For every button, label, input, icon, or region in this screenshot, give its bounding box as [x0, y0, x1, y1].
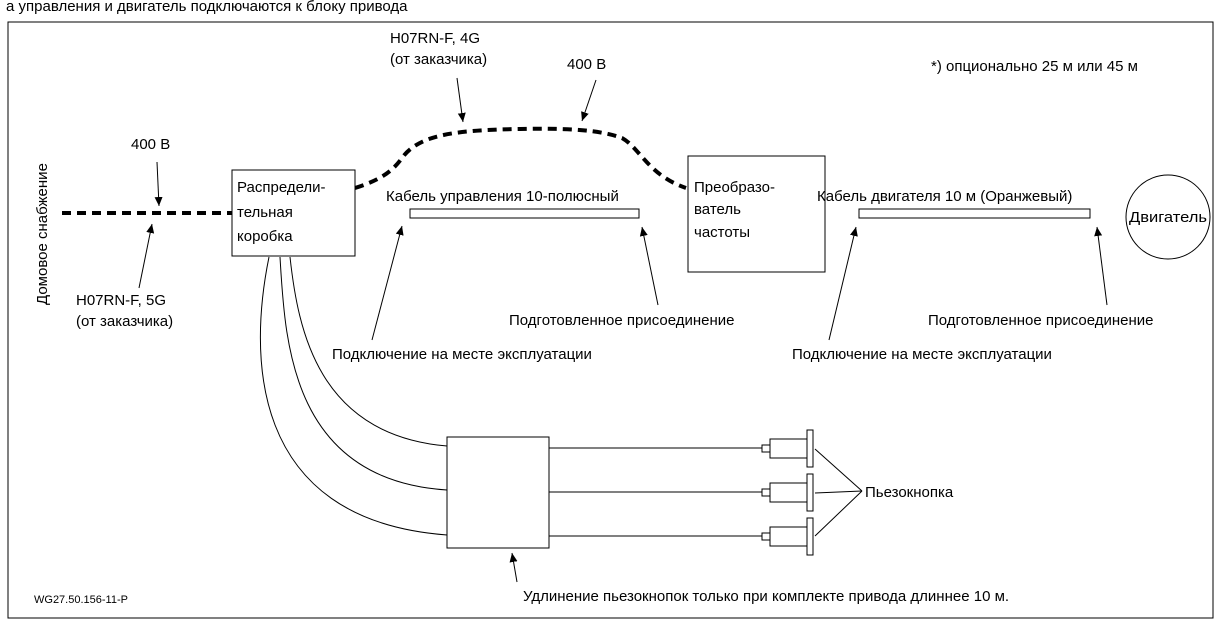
wire-3 [259, 256, 448, 536]
control-cable-bar [409, 208, 640, 219]
piezo-button-label: Пьезокнопка [865, 484, 954, 501]
optional-note: *) опционально 25 м или 45 м [931, 58, 1138, 75]
cable-left-arrow [138, 223, 155, 289]
extension-box [446, 436, 550, 549]
junction-box-label-3: коробка [237, 228, 293, 245]
converter-label-3: частоты [694, 224, 750, 241]
house-supply-label: Домовое снабжение [34, 163, 51, 305]
piezo-callout-1 [814, 448, 863, 492]
junction-box [231, 169, 356, 257]
power-cable-top [354, 126, 687, 190]
cable-left-label-2: (от заказчика) [76, 313, 173, 330]
onsite-connection-label-2: Подключение на месте эксплуатации [792, 346, 1052, 363]
partial-header-text: а управления и двигатель подключаются к … [6, 0, 408, 15]
control-cable-label: Кабель управления 10-полюсный [386, 188, 619, 205]
motor-circle [1125, 174, 1211, 260]
cable-top-label-1: H07RN-F, 4G [390, 30, 480, 47]
onsite-arrow-2 [828, 226, 858, 341]
wire-1 [289, 256, 448, 447]
piezo-button-1 [761, 429, 814, 468]
voltage-left-arrow [154, 161, 163, 207]
piezo-callout-2 [814, 490, 863, 494]
piezo-button-3 [761, 517, 814, 556]
prepared-arrow-2 [1094, 226, 1108, 306]
junction-box-label-1: Распредели- [237, 179, 326, 196]
prepared-connection-label-2: Подготовленное присоединение [928, 312, 1154, 329]
wire-2 [279, 256, 448, 491]
junction-box-label-2: тельная [237, 204, 293, 221]
extension-note: Удлинение пьезокнопок только при комплек… [523, 588, 1009, 605]
figure-id: WG27.50.156-11-P [34, 594, 128, 606]
piezo-button-2 [761, 473, 814, 512]
cable-left-label-1: H07RN-F, 5G [76, 292, 166, 309]
converter-label-2: ватель [694, 201, 741, 218]
voltage-top-arrow [581, 79, 597, 122]
voltage-top-label: 400 В [567, 56, 606, 73]
frequency-converter-box [687, 155, 826, 273]
motor-cable-label: Кабель двигателя 10 м (Оранжевый) [817, 188, 1072, 205]
onsite-arrow-1 [371, 225, 404, 341]
extension-arrow [509, 552, 518, 583]
prepared-arrow-1 [639, 226, 659, 306]
diagram-frame [7, 21, 1214, 619]
voltage-left-label: 400 В [131, 136, 170, 153]
prepared-connection-label-1: Подготовленное присоединение [509, 312, 735, 329]
cable-top-label-2: (от заказчика) [390, 51, 487, 68]
cable-top-arrow [456, 77, 466, 123]
motor-label: Двигатель [1129, 209, 1207, 226]
converter-label-1: Преобразо- [694, 179, 775, 196]
onsite-connection-label-1: Подключение на месте эксплуатации [332, 346, 592, 363]
motor-cable-bar [858, 208, 1091, 219]
piezo-callout-3 [814, 490, 863, 537]
